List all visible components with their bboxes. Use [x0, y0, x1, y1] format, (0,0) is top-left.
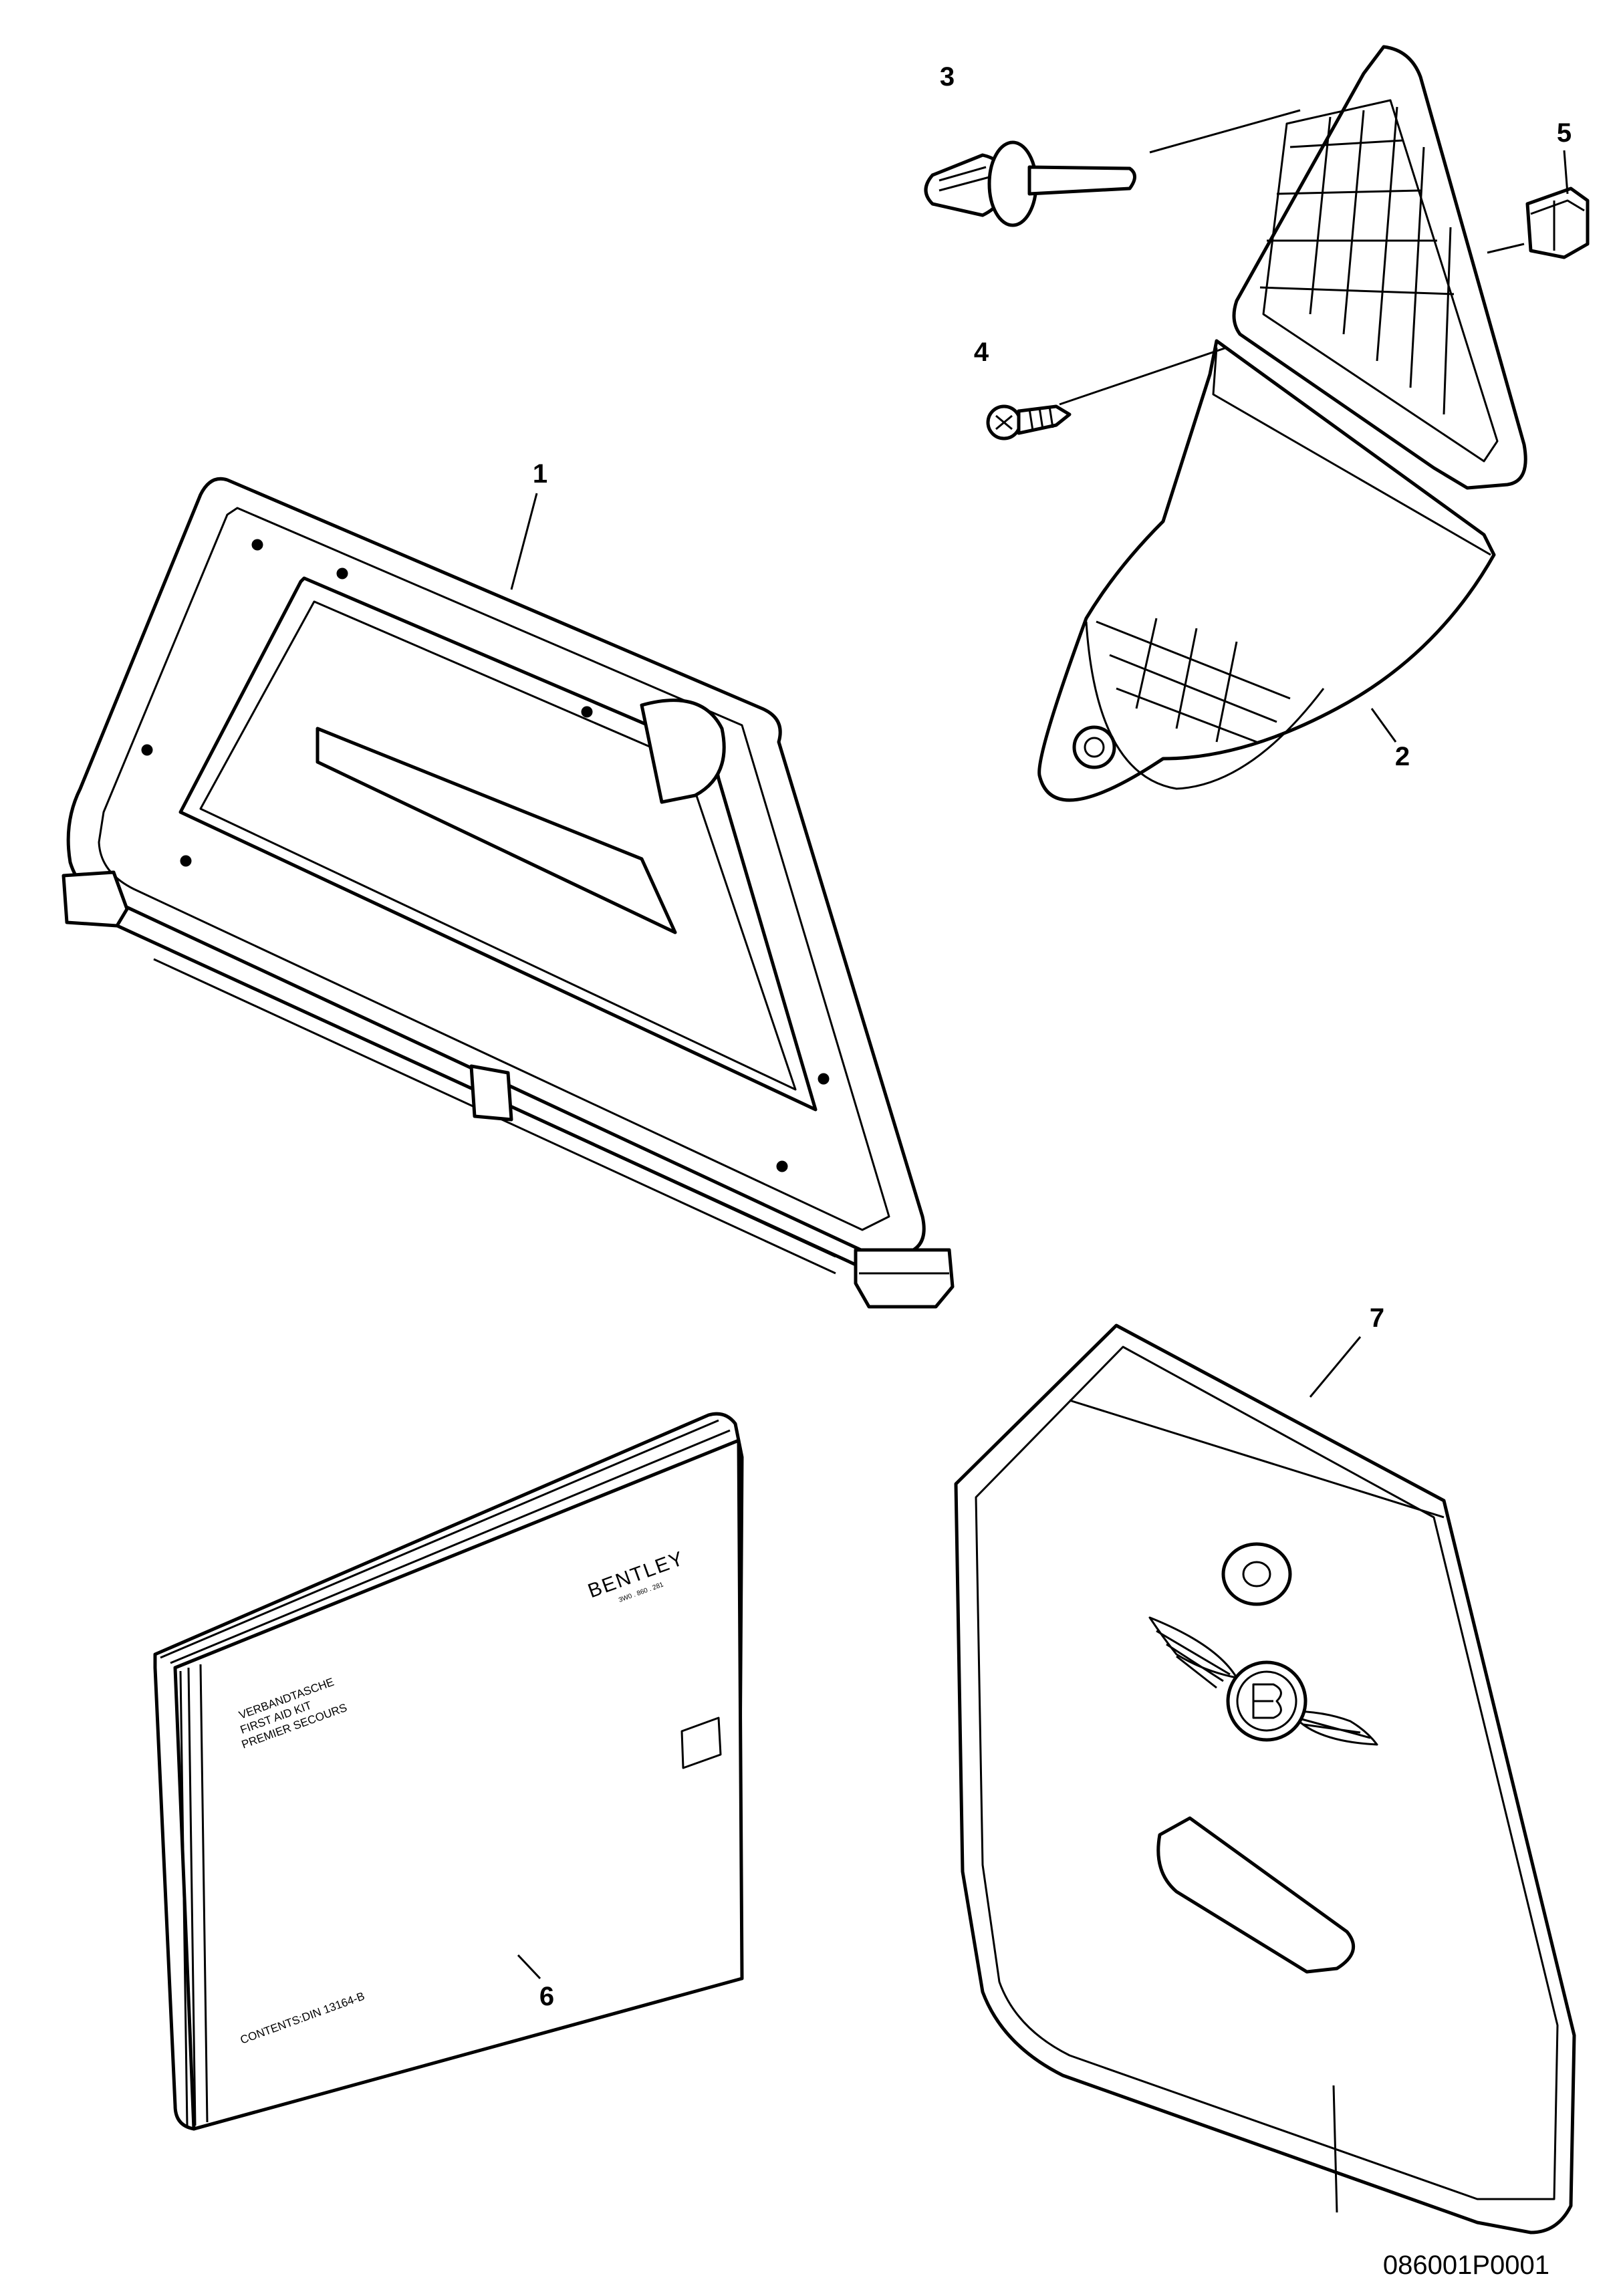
leader-7	[1309, 1336, 1362, 1398]
part-5-clip-nut	[1525, 186, 1590, 259]
tray-grille	[1096, 618, 1291, 743]
leader-3	[1149, 109, 1301, 154]
diagram-reference-code: 086001P0001	[1383, 2251, 1549, 2280]
winged-b-logo	[1148, 1616, 1378, 1746]
part-6-first-aid-kit: BENTLEY 3W0 . 860 . 281 VERBANDTASCHE FI…	[153, 1412, 744, 2131]
part-1-warning-triangle	[61, 477, 955, 1309]
callout-7: 7	[1370, 1303, 1384, 1333]
part-4-screw	[986, 404, 1072, 440]
callout-2: 2	[1395, 742, 1410, 771]
leader-2	[1370, 708, 1397, 743]
leader-5-upper	[1563, 150, 1569, 195]
callout-5: 5	[1557, 118, 1572, 148]
leader-6	[517, 1954, 541, 1980]
part-7-cover-panel	[954, 1323, 1576, 2235]
part-2-triangle-holder	[1037, 45, 1527, 802]
callout-6: 6	[539, 1982, 554, 2011]
callout-1: 1	[533, 459, 547, 489]
callout-4: 4	[974, 338, 989, 367]
leader-4	[1059, 346, 1227, 406]
holder-grille	[1259, 106, 1455, 415]
leader-1	[510, 493, 538, 590]
leader-5-lower	[1487, 243, 1525, 254]
leader-lines	[510, 109, 1569, 1980]
kit-square-mark	[680, 1716, 722, 1769]
part-3-quarter-turn-fastener	[924, 140, 1136, 227]
callout-3: 3	[940, 62, 955, 92]
